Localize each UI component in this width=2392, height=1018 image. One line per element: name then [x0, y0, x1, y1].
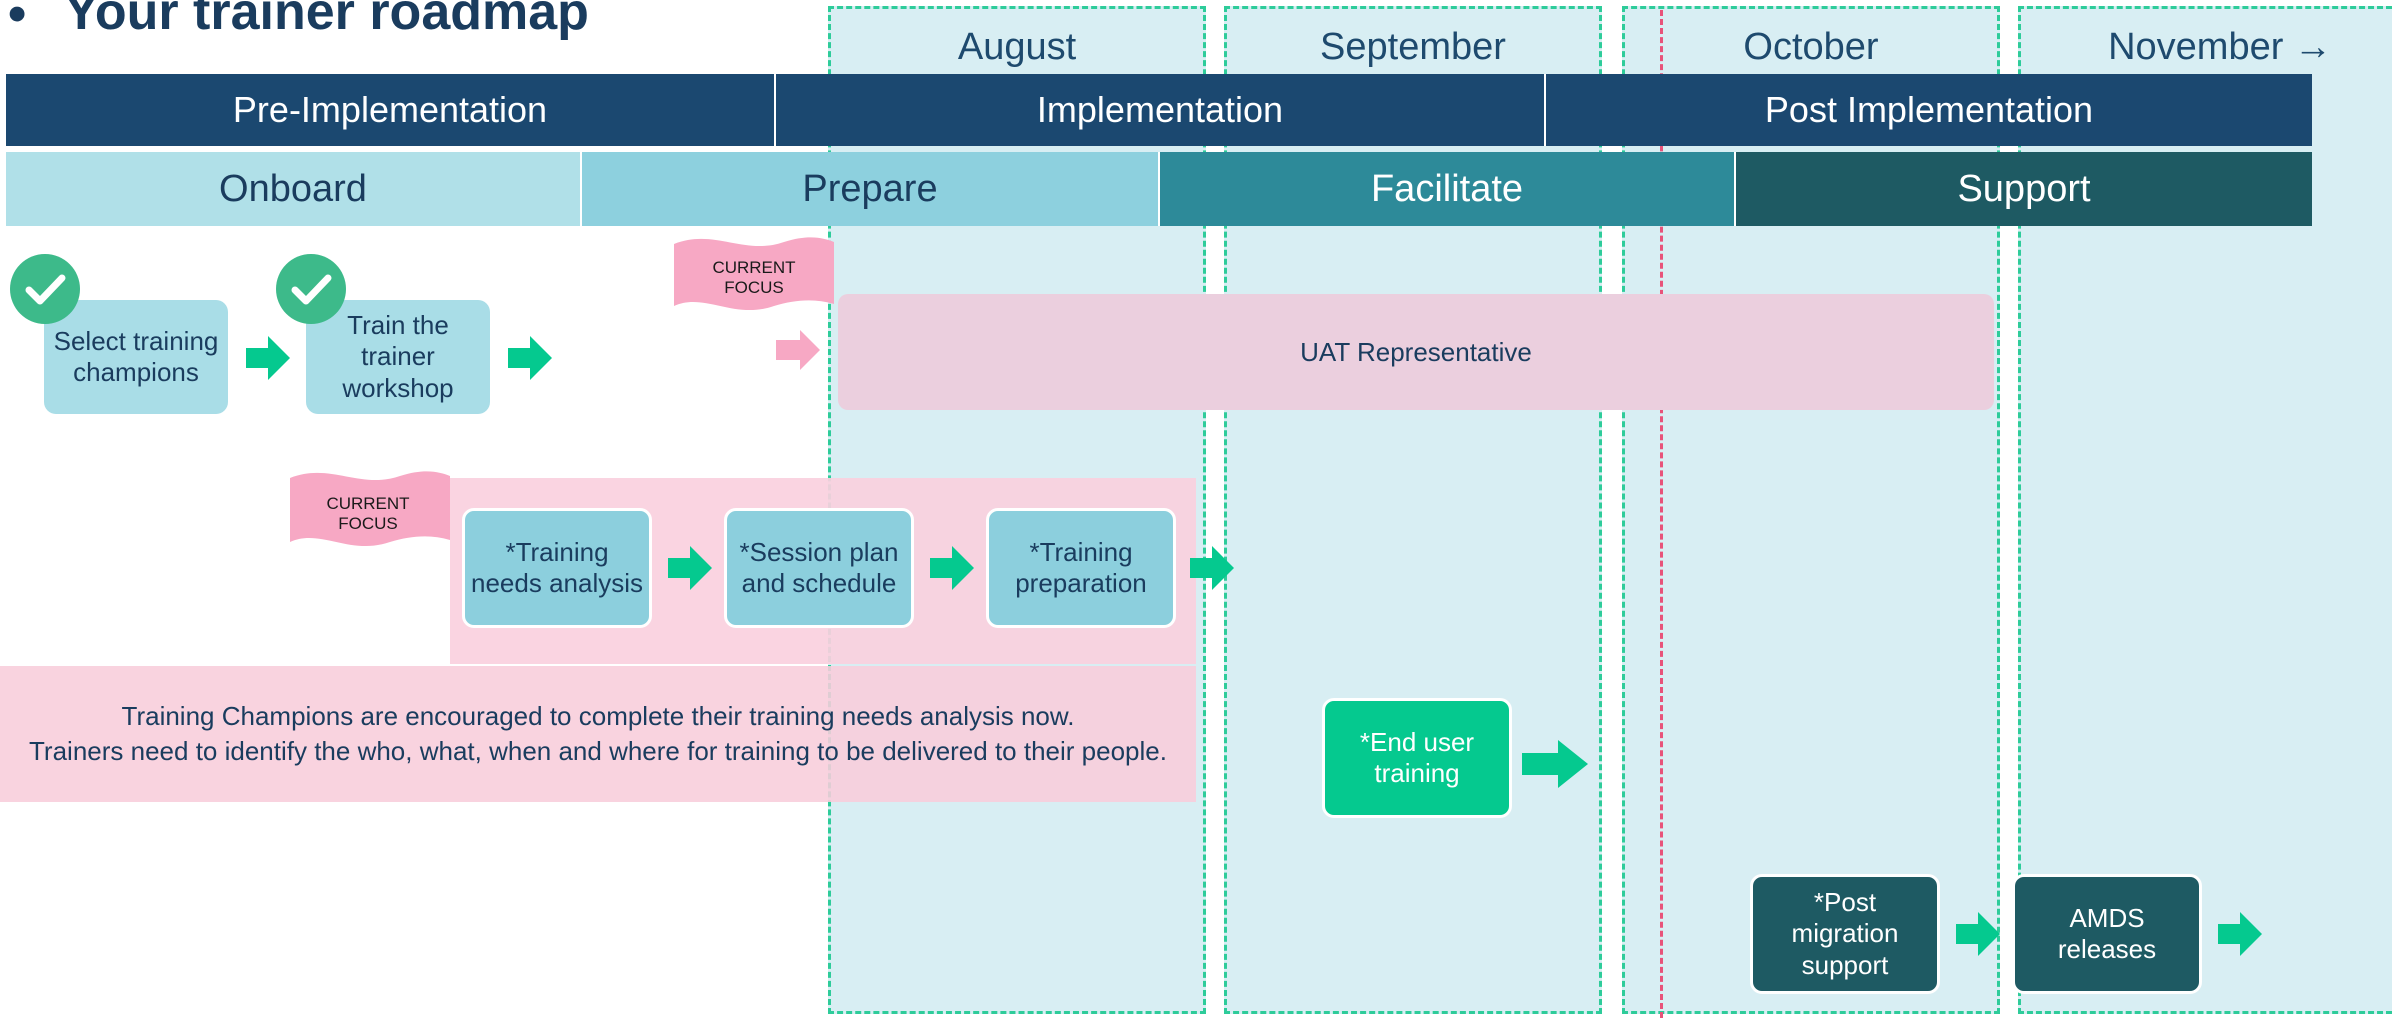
arrow-right-icon: [1956, 912, 2000, 956]
arrow-right-icon: [1190, 546, 1234, 590]
arrow-right-icon: [246, 336, 290, 380]
month-label-september: September: [1320, 26, 1506, 68]
task-end-user-training: *End user training: [1322, 698, 1512, 818]
arrow-right-icon: [2218, 912, 2262, 956]
phase-post-implementation: Post Implementation: [1546, 74, 2312, 146]
info-note: Training Champions are encouraged to com…: [0, 666, 1196, 802]
title-bullet: •: [8, 0, 27, 43]
current-focus-flag-icon: [674, 234, 834, 316]
task-training-preparation: *Training preparation: [986, 508, 1176, 628]
uat-band: UAT Representative: [838, 294, 1994, 410]
current-focus-label: CURRENT FOCUS: [712, 258, 796, 297]
stage-onboard: Onboard: [6, 152, 582, 226]
arrow-right-icon: [930, 546, 974, 590]
note-line-1: Training Champions are encouraged to com…: [121, 701, 1075, 731]
current-focus-label: CURRENT FOCUS: [326, 494, 410, 533]
arrow-right-icon: [1522, 740, 1588, 788]
phase-implementation: Implementation: [776, 74, 1546, 146]
current-focus-flag-icon: [290, 468, 450, 552]
stage-support: Support: [1736, 152, 2312, 226]
arrow-right-icon: [508, 336, 552, 380]
page-title: Your trainer roadmap: [64, 0, 589, 41]
task-session-plan: *Session plan and schedule: [724, 508, 914, 628]
note-line-2: Trainers need to identify the who, what,…: [29, 736, 1167, 766]
stage-prepare: Prepare: [582, 152, 1160, 226]
task-training-needs-analysis: *Training needs analysis: [462, 508, 652, 628]
arrow-right-icon: [668, 546, 712, 590]
checkmark-icon: [10, 254, 80, 324]
task-train-the-trainer: Train the trainer workshop: [306, 300, 490, 414]
month-label-november: November →: [2108, 26, 2332, 68]
month-label-august: August: [957, 26, 1077, 68]
task-post-migration-support: *Post migration support: [1750, 874, 1940, 994]
task-select-training-champions: Select training champions: [44, 300, 228, 414]
arrow-right-icon: [776, 330, 820, 370]
today-line: [1660, 10, 1663, 1018]
task-amds-releases: AMDS releases: [2012, 874, 2202, 994]
checkmark-icon: [276, 254, 346, 324]
month-label-october: October: [1743, 26, 1879, 68]
phase-pre-implementation: Pre-Implementation: [6, 74, 776, 146]
stage-facilitate: Facilitate: [1160, 152, 1736, 226]
